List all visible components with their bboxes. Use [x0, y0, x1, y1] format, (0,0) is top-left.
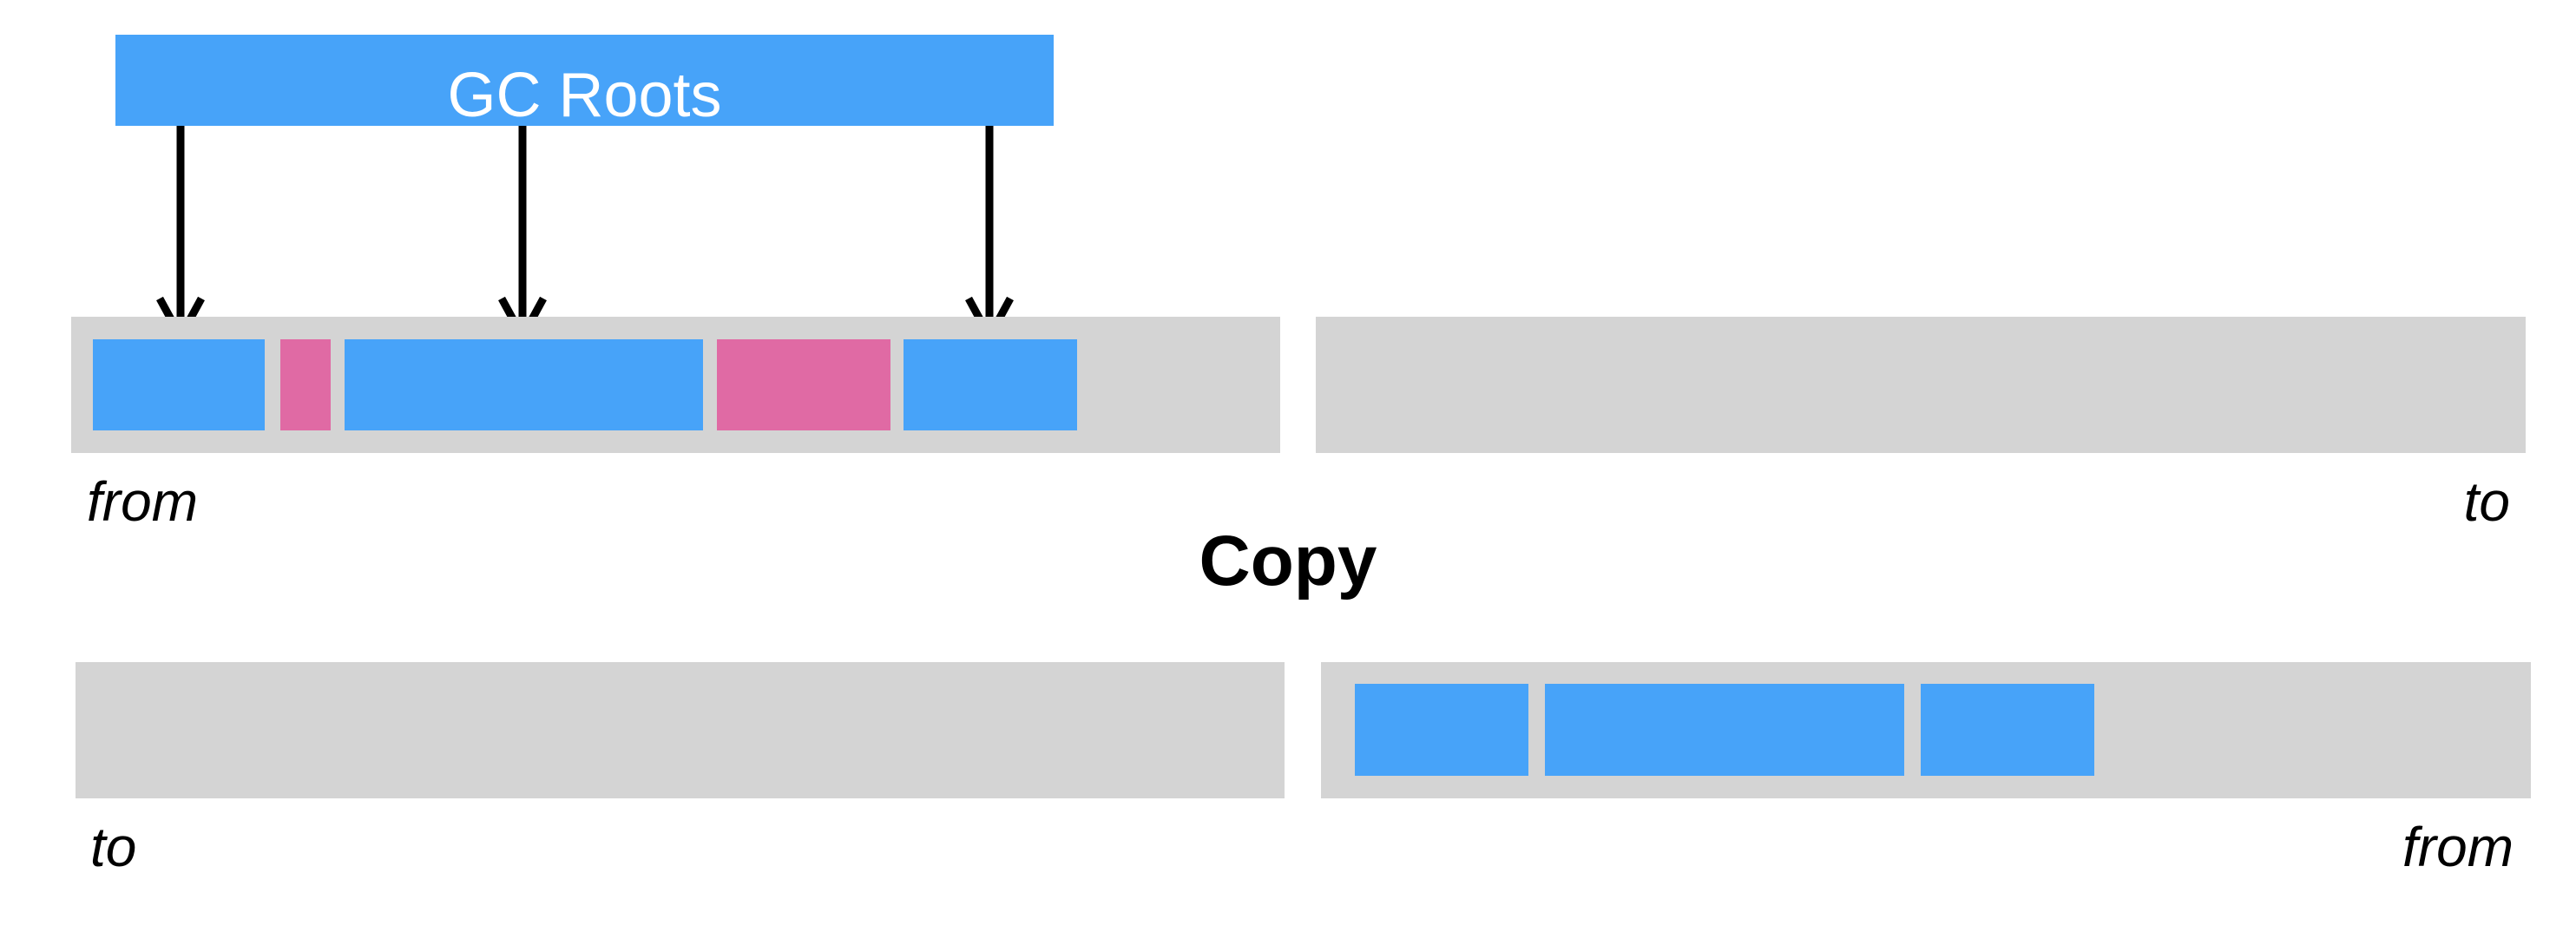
garbage-object-2	[717, 339, 890, 430]
copied-object-1	[1355, 684, 1528, 776]
live-object-3	[904, 339, 1077, 430]
gc-roots-bar: GC Roots	[115, 35, 1054, 126]
copied-object-3	[1921, 684, 2094, 776]
live-object-2	[345, 339, 703, 430]
reference-arrow-2	[498, 126, 547, 345]
reference-arrow-3	[965, 126, 1014, 345]
live-object-1	[93, 339, 265, 430]
reference-arrow-1	[156, 126, 205, 345]
to-label-bottom: to	[90, 816, 137, 878]
gc-roots-label: GC Roots	[447, 61, 722, 126]
copied-object-2	[1545, 684, 1904, 776]
to-label-top: to	[2463, 470, 2510, 533]
from-label-top: from	[87, 470, 198, 533]
to-space-after	[76, 662, 1285, 798]
garbage-object-1	[280, 339, 331, 430]
copy-label: Copy	[1199, 522, 1377, 601]
from-label-bottom: from	[2402, 816, 2514, 878]
to-space-before	[1316, 317, 2526, 453]
